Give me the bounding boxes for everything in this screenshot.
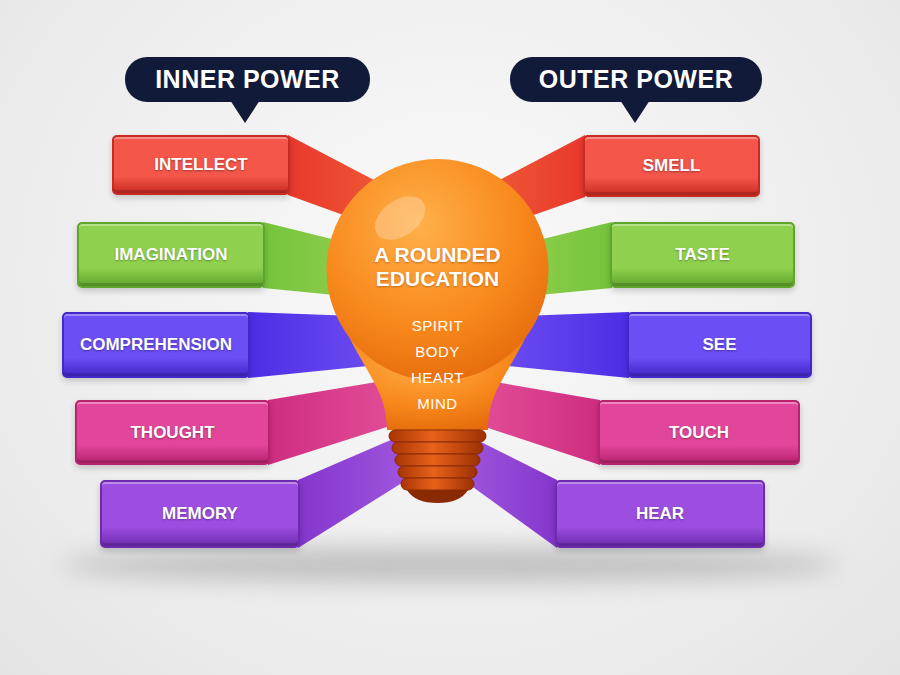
power-bar: TASTE	[610, 222, 795, 288]
power-bar: SMELL	[583, 135, 760, 197]
power-bar: THOUGHT	[75, 400, 270, 465]
bulb-item: SPIRIT	[325, 313, 550, 339]
power-bar: INTELLECT	[112, 135, 290, 195]
bar-label: COMPREHENSION	[80, 335, 232, 355]
bulb-item: HEART	[325, 365, 550, 391]
bar-label: TOUCH	[669, 423, 729, 443]
heading-text: OUTER POWER	[539, 65, 733, 94]
bulb-item: MIND	[325, 391, 550, 417]
power-bar: HEAR	[555, 480, 765, 548]
heading-text: INNER POWER	[155, 65, 340, 94]
power-bar: MEMORY	[100, 480, 300, 548]
bar-label: IMAGINATION	[114, 245, 227, 265]
heading-bubble: INNER POWER	[125, 57, 370, 102]
power-bar: SEE	[627, 312, 812, 378]
bulb-item: BODY	[325, 339, 550, 365]
bar-label: SEE	[702, 335, 736, 355]
bar-label: INTELLECT	[154, 155, 248, 175]
bar-label: THOUGHT	[130, 423, 214, 443]
bar-label: SMELL	[643, 156, 701, 176]
power-bar: IMAGINATION	[77, 222, 265, 288]
bar-label: HEAR	[636, 504, 684, 524]
bar-label: TASTE	[675, 245, 729, 265]
power-bar: TOUCH	[598, 400, 800, 465]
bulb-node: A ROUNDED EDUCATION SPIRITBODYHEARTMIND	[325, 158, 550, 503]
bar-label: MEMORY	[162, 504, 238, 524]
bulb-title: A ROUNDED EDUCATION	[353, 243, 523, 291]
heading-bubble: OUTER POWER	[510, 57, 762, 102]
power-bar: COMPREHENSION	[62, 312, 250, 378]
